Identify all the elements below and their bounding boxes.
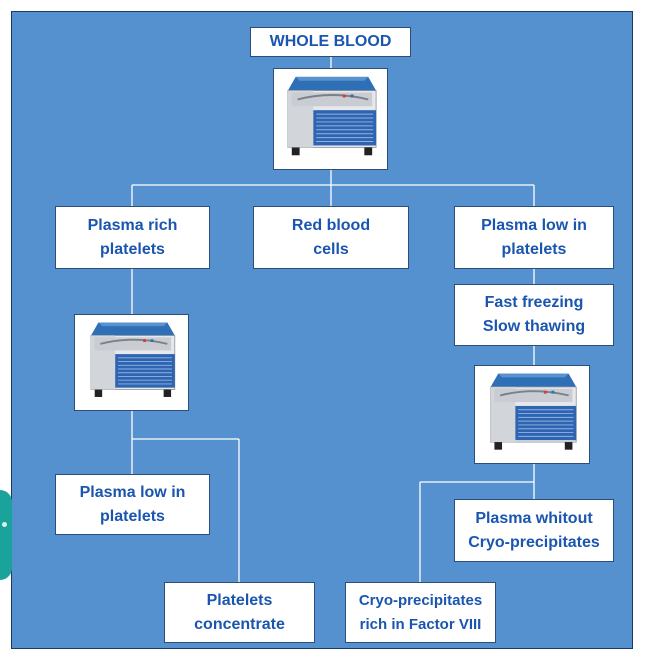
- centrifuge-image-top: [273, 68, 388, 170]
- fast-freezing-line2: Slow thawing: [482, 318, 586, 335]
- cryo-precipitates-box: Cryo-precipitates rich in Factor VIII: [345, 582, 496, 643]
- platelets-concentrate-line2: concentrate: [194, 615, 285, 633]
- centrifuge-image-right: [474, 365, 590, 464]
- platelets-concentrate-line1: Platelets: [206, 591, 273, 609]
- fast-freezing-line1: Fast freezing: [484, 294, 584, 311]
- cryo-precipitates-line1: Cryo-precipitates: [358, 591, 483, 609]
- cryo-precipitates-line2: rich in Factor VIII: [359, 615, 482, 633]
- centrifuge-machine-icon: [490, 373, 577, 450]
- plasma-low-platelets-top-line1: Plasma low in: [481, 216, 587, 234]
- whole-blood-box: WHOLE BLOOD: [250, 27, 411, 57]
- plasma-low-platelets-left-line1: Plasma low in: [79, 483, 186, 501]
- plasma-rich-platelets-line1: Plasma rich: [87, 216, 178, 234]
- plasma-low-platelets-box-left: Plasma low in platelets: [55, 474, 210, 535]
- plasma-without-cryo-line1: Plasma whitout: [475, 509, 593, 527]
- plasma-without-cryo-box: Plasma whitout Cryo-precipitates: [454, 499, 614, 562]
- fast-freezing-box: Fast freezing Slow thawing: [454, 284, 614, 346]
- plasma-low-platelets-top-line2: platelets: [501, 240, 567, 258]
- red-blood-cells-line1: Red blood: [291, 216, 371, 234]
- plasma-without-cryo-line2: Cryo-precipitates: [468, 533, 600, 551]
- plasma-rich-platelets-line2: platelets: [100, 240, 165, 258]
- platelets-concentrate-box: Platelets concentrate: [164, 582, 315, 643]
- centrifuge-image-left: [74, 314, 189, 411]
- plasma-low-platelets-box-top: Plasma low in platelets: [454, 206, 614, 269]
- red-blood-cells-line2: cells: [313, 240, 349, 258]
- whole-blood-label: WHOLE BLOOD: [269, 33, 392, 50]
- plasma-rich-platelets-box: Plasma rich platelets: [55, 206, 210, 269]
- plasma-low-platelets-left-line2: platelets: [100, 507, 165, 525]
- side-tab: [0, 490, 12, 580]
- side-tab-icon: [2, 522, 7, 527]
- centrifuge-machine-icon: [287, 76, 377, 156]
- red-blood-cells-box: Red blood cells: [253, 206, 409, 269]
- centrifuge-machine-icon: [90, 322, 176, 397]
